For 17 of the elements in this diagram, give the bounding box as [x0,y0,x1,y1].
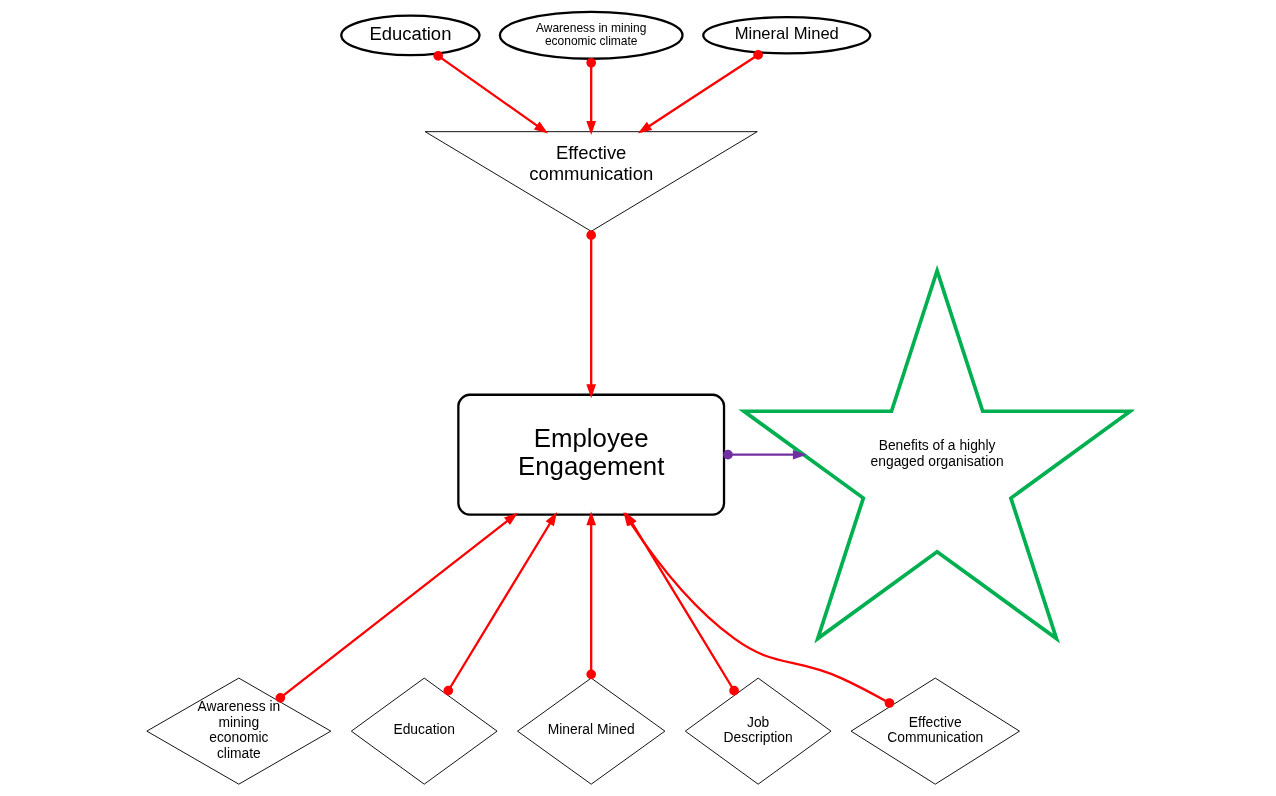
node-diamond: Effective Communication [850,677,1020,785]
arrow [585,57,596,135]
arrow [432,51,548,134]
node-diamond: Education [350,677,498,785]
arrow [585,230,596,399]
node-ellipse: Awareness in mining economic climate [498,10,684,60]
arrow [442,511,557,696]
node-box: Employee Engagement [456,393,725,516]
node-diamond: Awareness in mining economic climate [145,677,331,785]
node-diamond: Mineral Mined [516,677,665,785]
node-ellipse: Mineral Mined [701,16,871,55]
arrow [722,449,807,460]
node-ellipse: Education [339,14,481,57]
arrow [637,50,763,134]
node-diamond: Job Description [684,677,831,785]
arrow [585,511,596,680]
arrow [275,512,518,703]
